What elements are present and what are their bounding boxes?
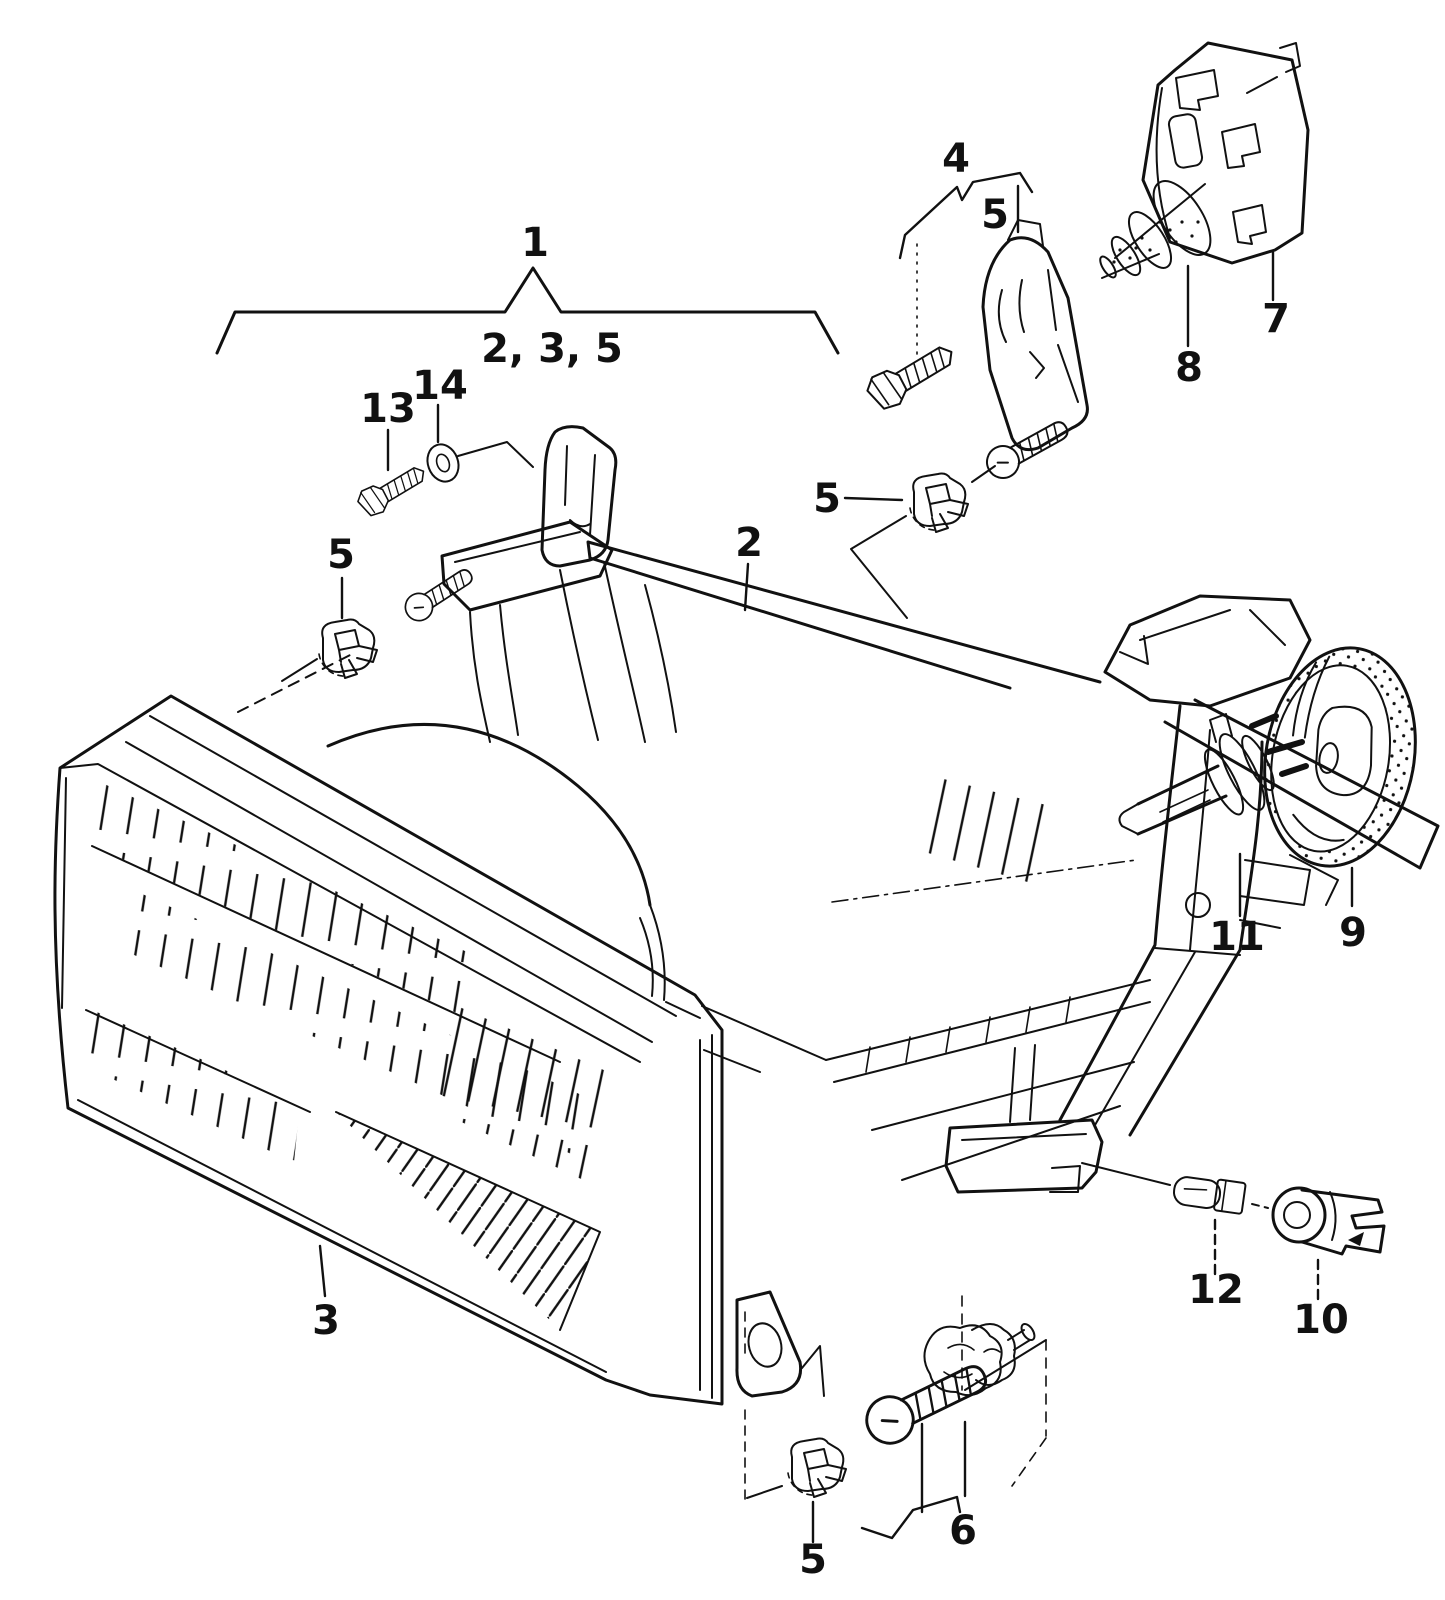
callout-2-label: 2 <box>735 520 763 566</box>
part-holder-10: 10 <box>1271 1186 1386 1343</box>
callout-11-label: 11 <box>1209 914 1265 960</box>
washer-pointer <box>457 441 534 468</box>
shaft-stipple <box>1112 220 1200 264</box>
part-washer-14: 14 <box>412 363 534 483</box>
part-lens-3: 3 <box>53 694 825 1406</box>
callout-5b-label: 5 <box>981 192 1009 238</box>
part-screw-13: 13 <box>353 386 432 522</box>
callout-6-label: 6 <box>949 1508 977 1554</box>
part-screw-assembly-6: 6 <box>857 1295 1047 1554</box>
callout-1-label: 1 <box>521 220 549 266</box>
part-frame-2: 2 <box>440 425 1440 1501</box>
callout-8-label: 8 <box>1175 345 1203 391</box>
part-motor-7: 7 8 <box>1099 41 1310 391</box>
part-bulb-12: 12 <box>1081 1162 1269 1313</box>
part-bracket-4: 4 5 <box>861 136 1089 452</box>
group-bracket <box>215 266 840 355</box>
bolt-bracket <box>861 334 962 416</box>
part-clip-5-middle: 5 <box>813 412 1075 619</box>
callout-5a-label: 5 <box>327 532 355 578</box>
callout-4-label: 4 <box>942 136 970 182</box>
reflector-dome <box>326 722 652 907</box>
part-cap-9 <box>1263 646 1417 868</box>
callout-12-label: 12 <box>1188 1267 1244 1313</box>
callout-14-label: 14 <box>412 363 468 409</box>
callout-7-label: 7 <box>1262 296 1290 342</box>
callout-10-label: 10 <box>1293 1297 1349 1343</box>
callout-group-items-label: 2, 3, 5 <box>481 326 623 372</box>
part-clip-5-upper-left: 5 <box>237 532 479 713</box>
callout-13-label: 13 <box>360 386 416 432</box>
bolt-upper-left <box>399 561 479 627</box>
callout-3-label: 3 <box>312 1298 340 1344</box>
callout-5c-label: 5 <box>813 476 841 522</box>
callout-5d-label: 5 <box>799 1537 827 1583</box>
part-bulb-11: 11 <box>1118 713 1309 960</box>
part-clip-5-bottom: 5 <box>787 1437 847 1583</box>
callout-9-label: 9 <box>1339 910 1367 956</box>
callout-group-1: 1 2, 3, 5 <box>215 220 840 372</box>
